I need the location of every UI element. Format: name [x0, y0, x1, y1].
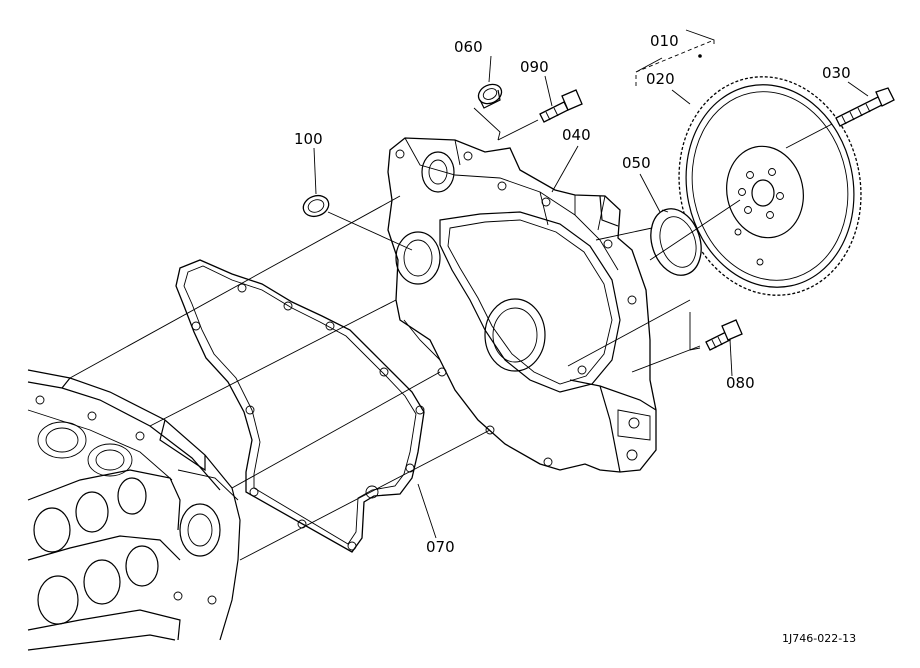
callout-090: 090	[520, 58, 549, 76]
bolt-090-drawing	[539, 89, 583, 123]
flywheel-housing-040-drawing	[387, 137, 657, 473]
callout-080: 080	[726, 374, 755, 392]
callout-100: 100	[294, 130, 323, 148]
plug-100-drawing	[302, 194, 330, 218]
callout-020: 020	[646, 70, 675, 88]
engine-block-drawing	[27, 369, 241, 651]
bolt-080-drawing	[705, 319, 743, 351]
callout-labels: 010 020 030 040 050 060 070 080 090 100 …	[294, 32, 856, 645]
leader-lines	[313, 29, 869, 539]
callout-060: 060	[454, 38, 483, 56]
callout-010: 010	[650, 32, 679, 50]
bolt-030-drawing	[835, 87, 895, 127]
flywheel-020-drawing	[678, 76, 862, 296]
callout-070: 070	[426, 538, 455, 556]
gasket-070-drawing	[175, 259, 425, 553]
plug-060-drawing	[477, 83, 503, 109]
oil-seal-050-drawing	[650, 208, 702, 276]
callout-030: 030	[822, 64, 851, 82]
assembly-lines	[69, 107, 833, 561]
drawing-code: 1J746-022-13	[782, 632, 856, 645]
callout-050: 050	[622, 154, 651, 172]
callout-040: 040	[562, 126, 591, 144]
